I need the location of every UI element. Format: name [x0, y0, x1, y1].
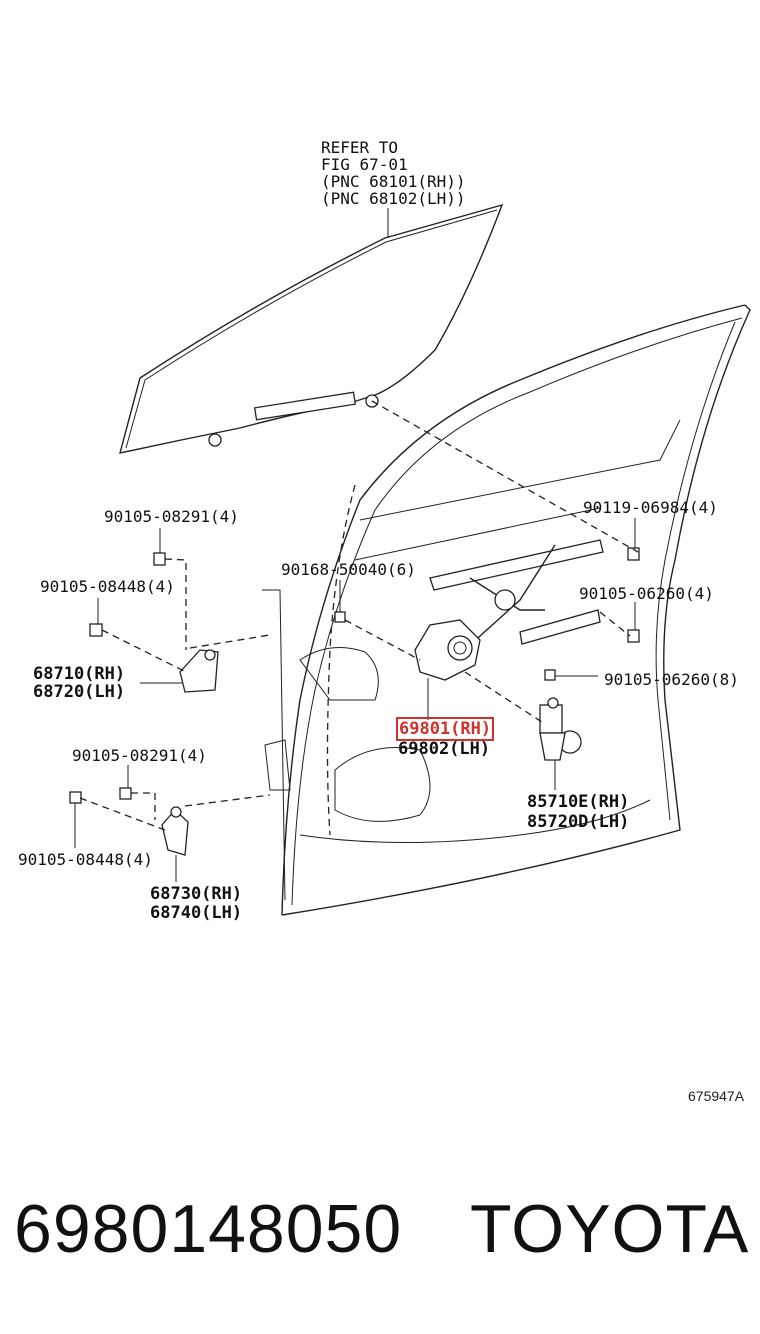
label-68740-lh: 68740(LH) — [150, 903, 243, 923]
label-90105-06260-8: 90105-06260(8) — [604, 670, 739, 689]
label-69802-lh: 69802(LH) — [398, 739, 491, 759]
lower-hinge — [161, 806, 189, 856]
label-90105-08448-lower: 90105-08448(4) — [18, 850, 153, 869]
label-68730-rh: 68730(RH) — [150, 884, 243, 904]
label-90105-08448-upper: 90105-08448(4) — [40, 577, 175, 596]
refer-line-3: (PNC 68101(RH)) — [321, 172, 466, 191]
regulator-assembly — [414, 539, 604, 681]
highlight-box: 69801(RH) — [396, 717, 495, 741]
label-90105-06260-4: 90105-06260(4) — [579, 584, 714, 603]
label-90119-06984: 90119-06984(4) — [583, 498, 718, 517]
motor — [539, 697, 582, 761]
label-69801-rh-highlighted: 69801(RH) — [396, 717, 495, 741]
label-90168-50040: 90168-50040(6) — [281, 560, 416, 579]
window-glass — [119, 203, 504, 454]
refer-line-1: REFER TO — [321, 138, 399, 157]
refer-line-2: FIG 67-01 — [321, 155, 408, 174]
figure-id: 675947A — [688, 1088, 745, 1104]
refer-line-4: (PNC 68102(LH)) — [321, 189, 466, 208]
label-85720d-lh: 85720D(LH) — [527, 812, 630, 832]
brand: TOYOTA — [470, 1191, 750, 1267]
part-number: 6980148050 — [14, 1191, 403, 1267]
label-85710e-rh: 85710E(RH) — [527, 792, 630, 812]
label-90105-08291-upper: 90105-08291(4) — [104, 507, 239, 526]
label-90105-08291-lower: 90105-08291(4) — [72, 746, 207, 765]
bolts — [69, 547, 640, 804]
door-frame — [262, 304, 751, 916]
leader-lines — [74, 208, 639, 882]
label-68710-rh: 68710(RH) — [33, 664, 126, 684]
upper-hinge — [179, 649, 219, 693]
label-68720-lh: 68720(LH) — [33, 682, 126, 702]
